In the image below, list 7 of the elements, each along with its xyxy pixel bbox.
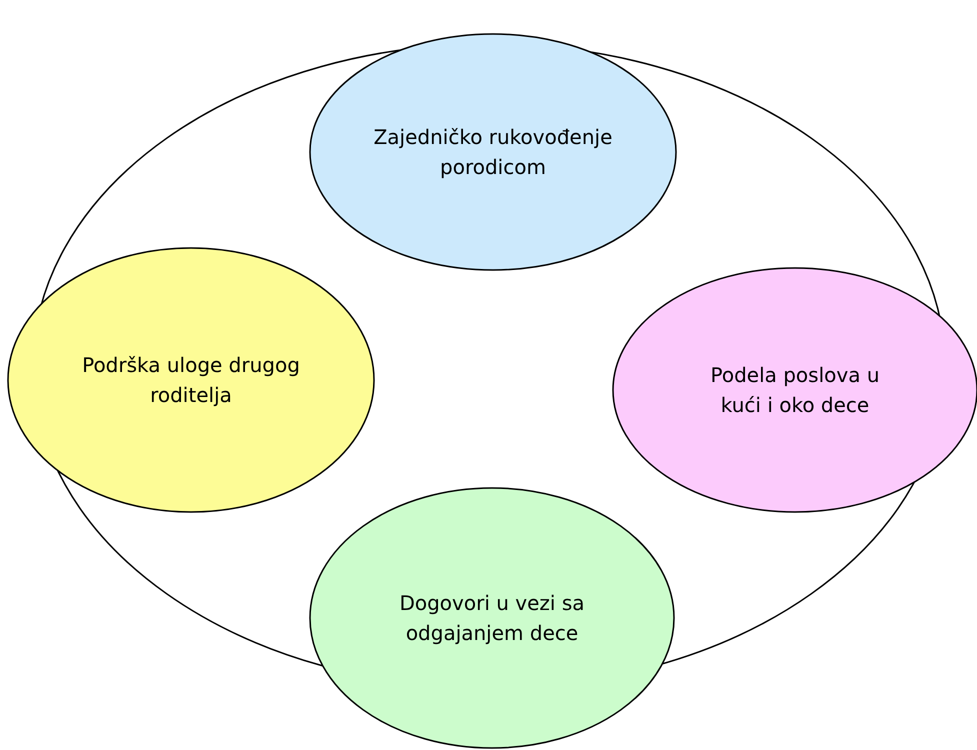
topic-ellipse [7, 247, 375, 513]
topic-ellipse [309, 487, 675, 749]
topic-label: Podela poslova u kući i oko dece [709, 362, 881, 419]
topic-label: Zajedničko rukovođenje porodicom [372, 124, 614, 181]
topic-ellipse [309, 33, 677, 271]
topic-label: Dogovori u vezi sa odgajanjem dece [398, 590, 586, 647]
topic-label: Podrška uloge drugog roditelja [81, 352, 301, 409]
